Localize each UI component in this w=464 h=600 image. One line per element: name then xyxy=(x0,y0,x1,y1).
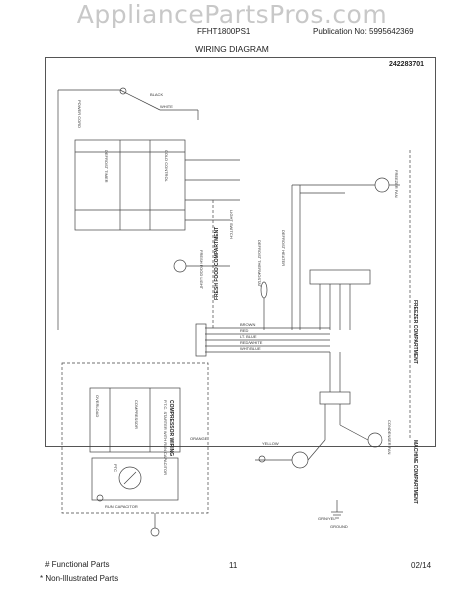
wire-label-grn-yel: GRN/YEL xyxy=(318,516,336,521)
publication-number: Publication No: 5995642369 xyxy=(313,27,414,36)
harness-connector xyxy=(195,323,207,357)
ptc-label: PTC xyxy=(113,464,118,472)
wire-label-orange: ORANGE xyxy=(190,436,208,441)
run-capacitor-symbol xyxy=(96,494,104,502)
condenser-fan-wire xyxy=(339,424,369,441)
ptc-slash xyxy=(123,471,137,485)
overload-label: OVERLOAD xyxy=(95,395,100,417)
condenser-fan-label: CONDENSER FAN xyxy=(387,420,392,455)
ptc-symbol xyxy=(118,466,142,490)
power-cord-wire xyxy=(119,89,161,111)
document-number: 242283701 xyxy=(389,61,425,68)
wire-label-red-white: RED/WHITE xyxy=(240,340,263,345)
bottom-node xyxy=(150,527,160,537)
wire-label-red: RED xyxy=(240,328,249,333)
freezer-fan-label: FREEZER FAN xyxy=(394,170,399,198)
defrost-thermostat-label: DEFROST THERMOSTAT xyxy=(257,240,262,288)
compressor-inset xyxy=(89,387,181,453)
page-title: WIRING DIAGRAM xyxy=(195,44,269,54)
light-switch-label: LIGHT SWITCH xyxy=(229,210,234,239)
ptc-box xyxy=(91,457,179,501)
wire-label-brown: BROWN xyxy=(240,322,255,327)
compressor-wire xyxy=(307,439,326,461)
defrost-heater-label: DEFROST HEATER xyxy=(281,230,286,266)
condenser-fan-symbol xyxy=(367,432,383,448)
component-marker xyxy=(258,455,266,463)
power-cord-label: POWER CORD xyxy=(77,100,82,128)
ground-label: GROUND xyxy=(330,524,348,529)
defrost-timer-label: DEFROST TIMER xyxy=(104,150,109,183)
compressor-symbol xyxy=(291,451,309,469)
cold-control-label: COLD CONTROL xyxy=(164,150,169,183)
watermark: AppliancePartsPros.com xyxy=(76,0,388,29)
fresh-food-light-label: FRESH FOOD LIGHT xyxy=(199,250,204,290)
wire-label-wht-blue: WHT/BLUE xyxy=(240,346,261,351)
fresh-food-light-symbol xyxy=(173,259,187,273)
wire-label-yellow: YELLOW xyxy=(262,441,279,446)
freezer-label: FREEZER COMPARTMENT xyxy=(412,300,418,364)
freezer-connector xyxy=(309,269,371,285)
fresh-food-label: FRESH FOOD COMPARTMENT xyxy=(214,227,220,300)
page-number: 11 xyxy=(229,561,238,570)
freezer-fan-symbol xyxy=(374,177,390,193)
footer-non-illustrated: * Non-Illustrated Parts xyxy=(40,574,119,583)
compressor-wiring-label: COMPRESSOR WIRING xyxy=(168,400,174,456)
wire-label-lt-blue: LT. BLUE xyxy=(240,334,257,339)
model-number: FFHT1800PS1 xyxy=(197,27,251,36)
footer-date: 02/14 xyxy=(411,561,432,570)
compressor-wiring-box xyxy=(61,362,209,514)
footer-functional-parts: # Functional Parts xyxy=(45,560,110,569)
compressor-label: COMPRESSOR xyxy=(134,400,139,429)
machine-label: MACHINE COMPARTMENT xyxy=(412,440,418,504)
wire-label-black: BLACK xyxy=(150,92,163,97)
wire-label-white: WHITE xyxy=(160,104,173,109)
diagram-frame xyxy=(45,57,436,447)
defrost-timer-box xyxy=(74,139,186,231)
run-capacitor-label: RUN CAPACITOR xyxy=(105,504,138,509)
machine-connector xyxy=(319,391,351,405)
power-cord-plug xyxy=(119,87,127,95)
compressor-wiring-sub: P.T.C. STARTER WITH RUN CAPACITOR xyxy=(163,400,168,475)
